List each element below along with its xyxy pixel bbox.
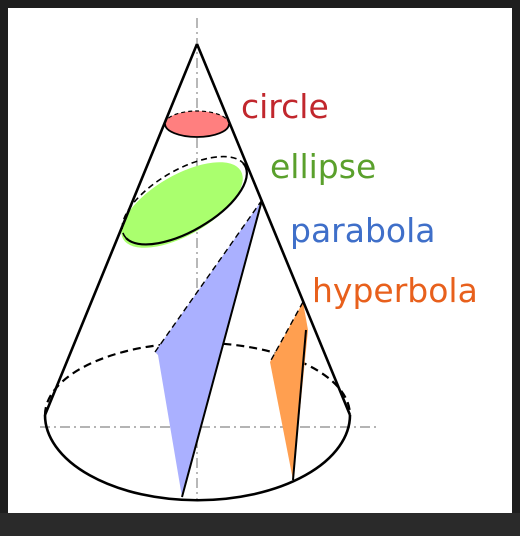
cone-left-side (43, 43, 199, 416)
cone-right-side (195, 43, 352, 416)
diagram-canvas (8, 8, 512, 513)
label-hyperbola: hyperbola (312, 271, 478, 310)
circle-front-edge (164, 123, 230, 138)
hyperbola-front-edge (292, 329, 307, 481)
label-ellipse: ellipse (270, 147, 376, 186)
parabola-section (155, 200, 262, 497)
hyperbola-section (270, 302, 308, 480)
parabola-edge-back (154, 199, 263, 353)
hyperbola-edge (269, 301, 304, 363)
ellipse-front-edge (125, 162, 248, 246)
label-parabola: parabola (290, 211, 436, 250)
parabola-edge-front (181, 199, 263, 498)
cone-base-front (43, 414, 352, 502)
bottom-strip (0, 513, 520, 536)
circle-section (165, 111, 229, 137)
circle-back-edge (164, 110, 230, 125)
label-circle: circle (241, 87, 329, 126)
ellipse-section (121, 162, 243, 248)
